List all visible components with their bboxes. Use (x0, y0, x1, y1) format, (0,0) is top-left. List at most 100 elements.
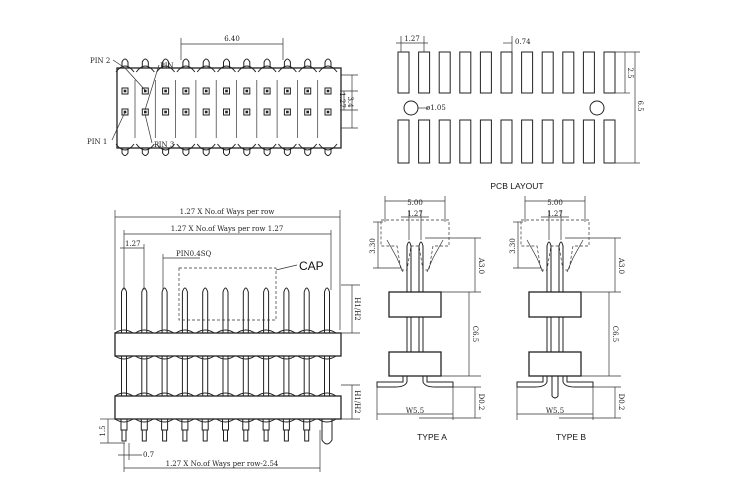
pcb-pad (562, 119, 575, 164)
pcb-pad (541, 119, 554, 164)
top-pin-tip (121, 58, 129, 68)
top-pin-tip (263, 148, 271, 156)
side-insulator-bump (277, 329, 296, 334)
side-pin (202, 287, 209, 333)
top-body-scallop (156, 143, 175, 151)
side-pin (263, 287, 270, 333)
pcb-pad (603, 119, 616, 164)
end-w-label: W5.5 (546, 407, 564, 415)
pcb-pad (562, 51, 575, 94)
side-total-label: 1.27 X No.of Ways per row (180, 208, 275, 216)
top-pin-square (263, 108, 271, 116)
cap-contact (386, 239, 444, 273)
top-pin-square (162, 108, 170, 116)
end-pin-left (546, 241, 552, 292)
side-insulator-bump (317, 355, 337, 360)
side-insulator-bump (256, 392, 276, 397)
side-pin-tail (242, 418, 250, 431)
end-lower-insulator (528, 351, 582, 377)
top-pin-core (326, 110, 330, 114)
top-pin-tip (202, 58, 210, 68)
side-pin (242, 287, 249, 333)
side-pin-tail (222, 418, 229, 431)
side-pin-tail (282, 418, 290, 431)
top-pin-tip (121, 148, 129, 156)
top-body-scallop (278, 65, 297, 73)
top-pin-tip (162, 58, 170, 68)
top-pin-square (223, 108, 230, 116)
side-pin (181, 287, 188, 333)
type-a-label: TYPE A (417, 432, 447, 442)
top-pin-core (245, 89, 249, 93)
side-pin (303, 287, 310, 333)
side-pin-foot (162, 429, 168, 442)
pcb-pad (479, 119, 492, 164)
side-view-upper-insulator (114, 332, 342, 357)
side-pin-mid (283, 355, 290, 397)
side-pin-tail (181, 418, 189, 431)
end-upper-insulator (388, 291, 442, 318)
leg-center-post (551, 376, 559, 399)
top-pin-tip (324, 148, 332, 156)
pcb-pitch-label: 1.27 (404, 35, 420, 43)
pin2-label: PIN 2 (90, 57, 110, 65)
side-insulator-bump (256, 355, 276, 360)
top-pin-core (144, 110, 147, 114)
pcb-pad (521, 51, 534, 94)
top-pin-tip (182, 148, 190, 156)
side-pin-mid (303, 355, 310, 397)
top-pin-core (286, 89, 289, 93)
end-pitch-label: 1.27 (547, 210, 563, 218)
top-pin-core (184, 110, 188, 114)
end-a-label: A3.0 (617, 257, 625, 274)
side-pin-foot (283, 429, 289, 442)
side-insulator-bump (155, 392, 174, 397)
top-pin-core (265, 110, 269, 114)
end-a-label: A3.0 (477, 257, 485, 274)
side-view: 1.27 X No.of Ways per row 1.27 X No.of W… (99, 208, 361, 472)
top-body-scallop (257, 143, 277, 151)
top-body-scallop (298, 65, 318, 73)
side-pin-mid (324, 355, 330, 397)
top-pin-square (243, 87, 251, 95)
end-c-label: C6.5 (471, 326, 479, 343)
side-insulator-bump (277, 418, 296, 423)
top-pin-core (204, 89, 208, 93)
top-pin-core (306, 89, 309, 93)
side-insulator-bump (135, 355, 154, 360)
end-width-label: 5.00 (407, 199, 423, 207)
side-inner-label: 1.27 X No.of Ways per row 1.27 (171, 225, 284, 233)
side-insulator-bump (236, 329, 256, 334)
cap-contact (526, 239, 584, 273)
h1-label: H1/H2 (353, 297, 361, 320)
pcb-pad (500, 119, 513, 164)
top-body-scallop (217, 143, 236, 151)
top-pin-square (202, 108, 210, 116)
end-lower-insulator (388, 351, 442, 377)
top-body-scallop (176, 65, 196, 73)
top-pin-square (324, 108, 332, 116)
top-body-scallop (237, 143, 257, 151)
side-pitch-label: 1.27 (125, 240, 141, 248)
side-pin-mid (242, 355, 249, 397)
h2-label: H1/H2 (353, 390, 361, 413)
pcb-pad (603, 51, 616, 94)
top-pin-tip (283, 58, 291, 68)
pcb-layout: ø1.05 1.27 0.74 2.5 6.5 PCB LAYOUT (396, 35, 644, 191)
side-insulator-bump (175, 392, 195, 397)
cap-outline (520, 219, 590, 271)
top-pin-tip (141, 148, 149, 156)
top-pin-tip (324, 58, 332, 68)
side-bottom-label: 0.7 (143, 451, 154, 459)
side-insulator-bump (135, 329, 154, 334)
side-pin (283, 287, 290, 333)
pcb-pad (438, 119, 451, 164)
side-pin-foot (243, 429, 249, 442)
end-pin-left (406, 241, 412, 292)
pcb-pad-label: 0.74 (515, 38, 531, 46)
top-body-scallop (115, 65, 135, 73)
top-pin-core (265, 89, 269, 93)
top-pin-square (263, 87, 271, 95)
side-pin-foot (263, 429, 269, 442)
side-insulator-bump (297, 355, 316, 360)
